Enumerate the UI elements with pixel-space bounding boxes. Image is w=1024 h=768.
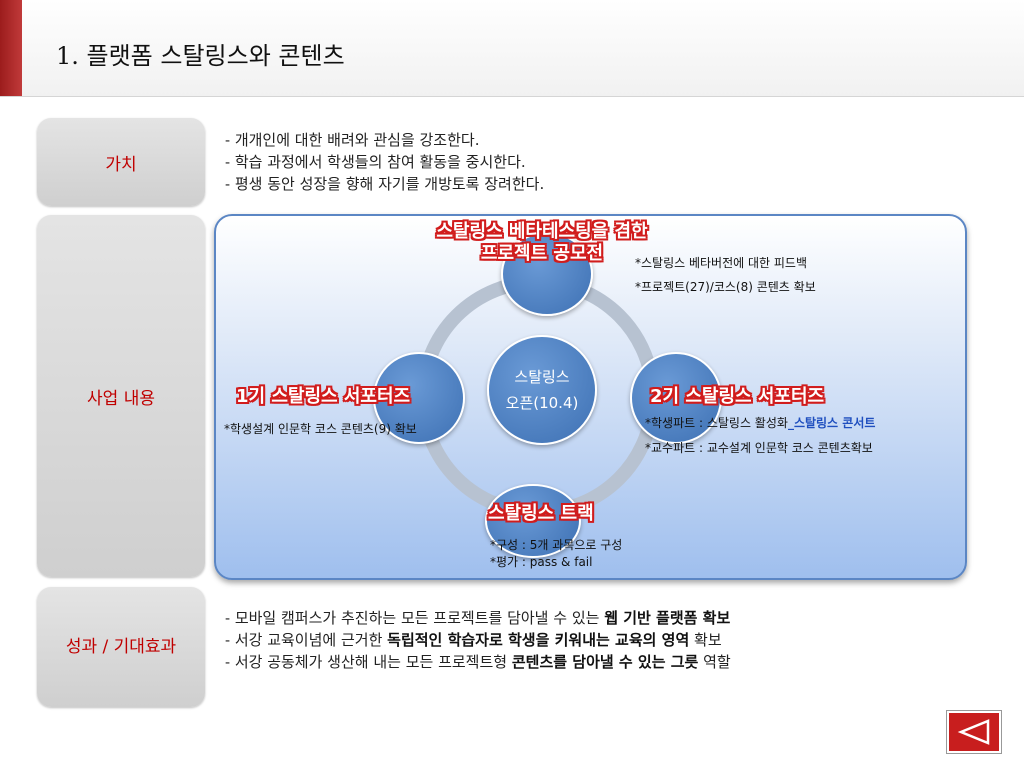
results-line-3-tail: 역할: [698, 653, 731, 671]
section-label-value: 가치: [37, 118, 205, 206]
results-line-2-bold: 독립적인 학습자로 학생을 키워내는 교육의 영역: [387, 631, 690, 649]
right-note-2: *교수파트 : 교수설계 인문학 코스 콘텐츠확보: [645, 441, 873, 455]
value-line-3: - 평생 동안 성장을 향해 자기를 개방토록 장려한다.: [225, 175, 545, 193]
bottom-note-2: *평가 : pass & fail: [490, 555, 593, 569]
results-line-2: - 서강 교육이념에 근거한 독립적인 학습자로 학생을 키워내는 교육의 영역…: [225, 629, 937, 651]
right-node-label: 2기 스탈링스 서포터즈: [650, 386, 825, 407]
value-line-1: - 개개인에 대한 배려와 관심을 강조한다.: [225, 131, 480, 149]
results-line-1-text: - 모바일 캠퍼스가 추진하는 모든 프로젝트를 담아낼 수 있는: [225, 609, 605, 627]
header-bar: [0, 0, 1024, 97]
right-note-1: *학생파트 : 스탈링스 활성화_스탈링스 콘서트: [645, 414, 875, 431]
bottom-note-1: *구성 : 5개 과목으로 구성: [490, 538, 623, 552]
results-line-3-bold: 콘텐츠를 담아낼 수 있는 그릇: [511, 653, 699, 671]
results-line-1: - 모바일 캠퍼스가 추진하는 모든 프로젝트를 담아낼 수 있는 웹 기반 플…: [225, 607, 937, 629]
section-label-results-text: 성과 / 기대효과: [65, 637, 177, 657]
left-note: *학생설계 인문학 코스 콘텐츠(9) 확보: [224, 422, 417, 436]
top-node-label: 스탈링스 베타테스팅을 겸한 프로젝트 공모전: [404, 221, 680, 265]
results-text-block: - 모바일 캠퍼스가 추진하는 모든 프로젝트를 담아낼 수 있는 웹 기반 플…: [225, 607, 937, 673]
section-label-results: 성과 / 기대효과: [37, 587, 205, 707]
previous-slide-button[interactable]: [946, 710, 1002, 754]
results-line-3-text: - 서강 공동체가 생산해 내는 모든 프로젝트형: [225, 653, 512, 671]
right-note-1-highlight: _스탈링스 콘서트: [787, 416, 876, 430]
results-line-1-bold: 웹 기반 플랫폼 확보: [604, 609, 731, 627]
page-title: 1. 플랫폼 스탈링스와 콘텐츠: [56, 42, 345, 70]
center-line-1: 스탈링스: [514, 368, 570, 386]
cycle-node-center: 스탈링스 오픈(10.4): [487, 335, 597, 445]
top-note-2: *프로젝트(27)/코스(8) 콘텐츠 확보: [635, 280, 816, 294]
section-label-business: 사업 내용: [37, 215, 205, 577]
cycle-node-top: [501, 232, 593, 316]
left-node-label: 1기 스탈링스 서포터즈: [236, 386, 411, 407]
cycle-node-bottom: [485, 484, 581, 558]
top-node-label-line-2: 프로젝트 공모전: [480, 243, 604, 264]
top-note-1: *스탈링스 베타버전에 대한 피드백: [635, 256, 808, 270]
value-text-block: - 개개인에 대한 배려와 관심을 강조한다. - 학습 과정에서 학생들의 참…: [225, 129, 865, 195]
header-accent: [0, 0, 22, 96]
cycle-node-left: [373, 352, 465, 444]
results-line-2-text: - 서강 교육이념에 근거한: [225, 631, 388, 649]
top-node-label-line-1: 스탈링스 베타테스팅을 겸한: [436, 221, 648, 242]
right-note-1-text: *학생파트 : 스탈링스 활성화: [645, 416, 788, 430]
bottom-node-label: 스탈링스 트랙: [488, 503, 594, 524]
results-line-3: - 서강 공동체가 생산해 내는 모든 프로젝트형 콘텐츠를 담아낼 수 있는 …: [225, 651, 937, 673]
results-line-2-tail: 확보: [689, 631, 722, 649]
center-line-2: 오픈(10.4): [505, 394, 579, 412]
section-label-value-text: 가치: [105, 154, 137, 175]
section-label-business-text: 사업 내용: [87, 388, 155, 409]
value-line-2: - 학습 과정에서 학생들의 참여 활동을 중시한다.: [225, 153, 526, 171]
cycle-node-right: [630, 352, 722, 444]
triangle-left-icon: [957, 719, 990, 745]
